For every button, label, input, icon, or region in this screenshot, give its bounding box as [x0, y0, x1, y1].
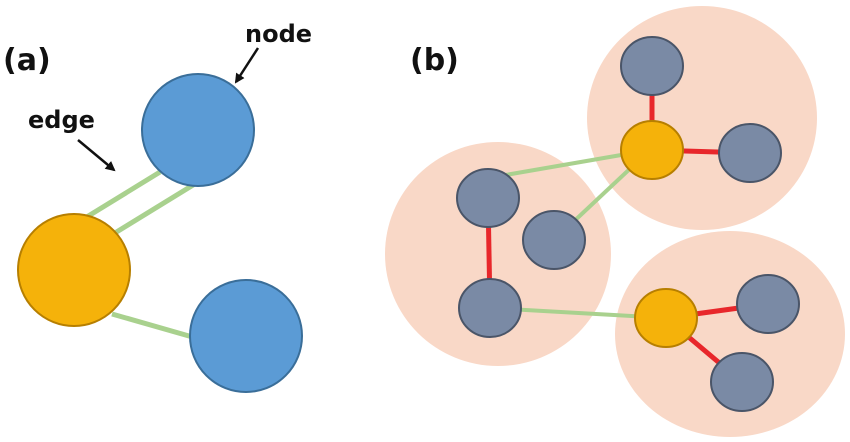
panel-a: (a) node edge: [3, 20, 312, 393]
node-annotation-arrow: [234, 47, 260, 84]
node-b-gray-1: [620, 36, 684, 96]
edge-annotation-label: edge: [28, 106, 95, 134]
node-b-gray-6: [736, 274, 800, 334]
node-a-blue-bottom: [189, 279, 303, 393]
node-a-orange: [17, 213, 131, 327]
cluster-top-right: [587, 6, 817, 230]
node-annotation-label: node: [245, 20, 312, 48]
panel-b-label: (b): [410, 43, 459, 78]
edge-a-2: [108, 179, 200, 239]
node-b-orange-1: [620, 120, 684, 180]
node-b-gray-7: [710, 352, 774, 412]
node-b-gray-2: [718, 123, 782, 183]
edge-annotation-arrow: [77, 139, 116, 172]
panel-b: (b): [385, 6, 845, 437]
edge-a-3: [111, 311, 197, 341]
node-b-orange-2: [634, 288, 698, 348]
node-b-gray-4: [522, 210, 586, 270]
panel-a-label: (a): [3, 43, 51, 78]
node-b-gray-5: [458, 278, 522, 338]
node-a-blue-top: [141, 73, 255, 187]
node-b-gray-3: [456, 168, 520, 228]
